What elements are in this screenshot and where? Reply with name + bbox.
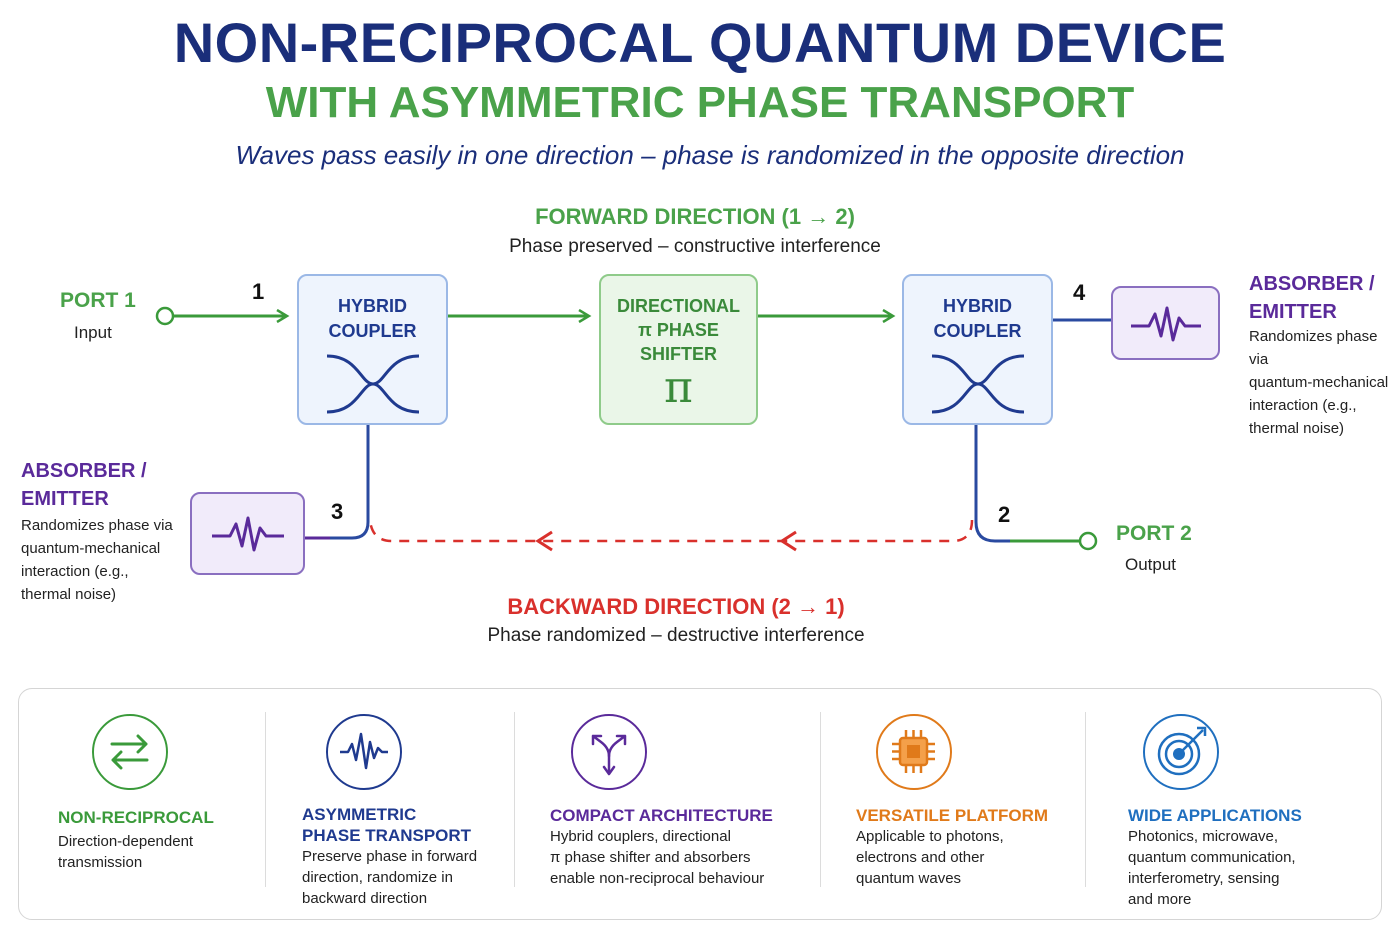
port-1-title: PORT 1 — [60, 289, 136, 312]
title-line-2: WITH ASYMMETRIC PHASE TRANSPORT — [265, 78, 1135, 127]
coupler-crossing-icon — [326, 354, 419, 414]
port-2-title: PORT 2 — [1116, 522, 1192, 545]
port-1-terminal — [155, 306, 175, 326]
absorber-left — [190, 492, 305, 575]
port-2-terminal — [1078, 531, 1098, 551]
feature-divider — [265, 712, 266, 887]
absorber-right-title-1: ABSORBER / — [1249, 273, 1375, 295]
coupler-right-label-1: HYBRID — [942, 296, 1012, 316]
absorber-right-title-2: EMITTER — [1249, 301, 1337, 323]
port-number-4: 4 — [1073, 280, 1086, 305]
target-icon — [1143, 714, 1219, 790]
diagram-wiring — [155, 306, 1112, 552]
absorber-left-desc: Randomizes phase via quantum-mechanical … — [21, 517, 173, 603]
shifter-label-2: π PHASE — [638, 320, 719, 340]
resistor-waveform-icon — [1131, 306, 1201, 342]
coupler-left-label-2: COUPLER — [328, 321, 417, 341]
coupler-left-label-1: HYBRID — [337, 296, 407, 316]
waveform-icon — [326, 714, 402, 790]
feature-divider — [820, 712, 821, 887]
feature-divider — [514, 712, 515, 887]
feature-divider — [1085, 712, 1086, 887]
backward-direction-desc: Phase randomized – destructive interfere… — [487, 625, 865, 646]
shifter-label-1: DIRECTIONAL — [617, 296, 740, 316]
resistor-waveform-icon — [212, 516, 284, 552]
forward-direction-desc: Phase preserved – constructive interfere… — [509, 236, 881, 257]
backward-direction-title: BACKWARD DIRECTION (2 → 1) — [507, 594, 845, 619]
feature-compact-architecture: COMPACT ARCHITECTURE Hybrid couplers, di… — [550, 806, 773, 887]
hybrid-coupler-right: HYBRID COUPLER — [902, 274, 1053, 425]
bidirectional-arrows-icon — [92, 714, 168, 790]
backward-arrowhead-2 — [779, 530, 797, 552]
feature-asymmetric-phase: ASYMMETRIC PHASE TRANSPORT Preserve phas… — [302, 805, 478, 907]
coupler-crossing-icon — [931, 354, 1024, 414]
port-2-sub: Output — [1125, 555, 1177, 574]
feature-non-reciprocal: NON-RECIPROCAL Direction-dependent trans… — [58, 808, 214, 871]
port-number-1: 1 — [252, 279, 265, 304]
shifter-label-3: SHIFTER — [639, 344, 717, 364]
pi-symbol: π — [664, 362, 693, 413]
hybrid-coupler-left: HYBRID COUPLER — [297, 274, 448, 425]
feature-wide-applications: WIDE APPLICATIONS Photonics, microwave, … — [1128, 806, 1302, 908]
subtitle: Waves pass easily in one direction – pha… — [235, 140, 1185, 170]
split-arrows-icon — [571, 714, 647, 790]
forward-direction-title: FORWARD DIRECTION (1 → 2) — [535, 204, 855, 229]
absorber-right — [1111, 286, 1220, 360]
port-3-line — [304, 425, 370, 540]
port-2-line-a — [974, 425, 1010, 543]
absorber-right-desc: Randomizes phase via quantum-mechanical … — [1249, 328, 1389, 437]
port-number-2: 2 — [998, 502, 1011, 527]
chip-icon — [876, 714, 952, 790]
directional-phase-shifter: DIRECTIONAL π PHASE SHIFTER π — [599, 274, 758, 425]
port-number-3: 3 — [331, 499, 344, 524]
absorber-left-title-2: EMITTER — [21, 488, 109, 510]
port-1-sub: Input — [74, 323, 112, 342]
absorber-left-title-1: ABSORBER / — [21, 460, 147, 482]
title-line-1: NON-RECIPROCAL QUANTUM DEVICE — [173, 11, 1227, 74]
feature-versatile-platform: VERSATILE PLATFORM Applicable to photons… — [856, 806, 1049, 887]
coupler-right-label-2: COUPLER — [933, 321, 1022, 341]
backward-arrowhead-1 — [535, 530, 553, 552]
backward-path — [368, 519, 974, 543]
